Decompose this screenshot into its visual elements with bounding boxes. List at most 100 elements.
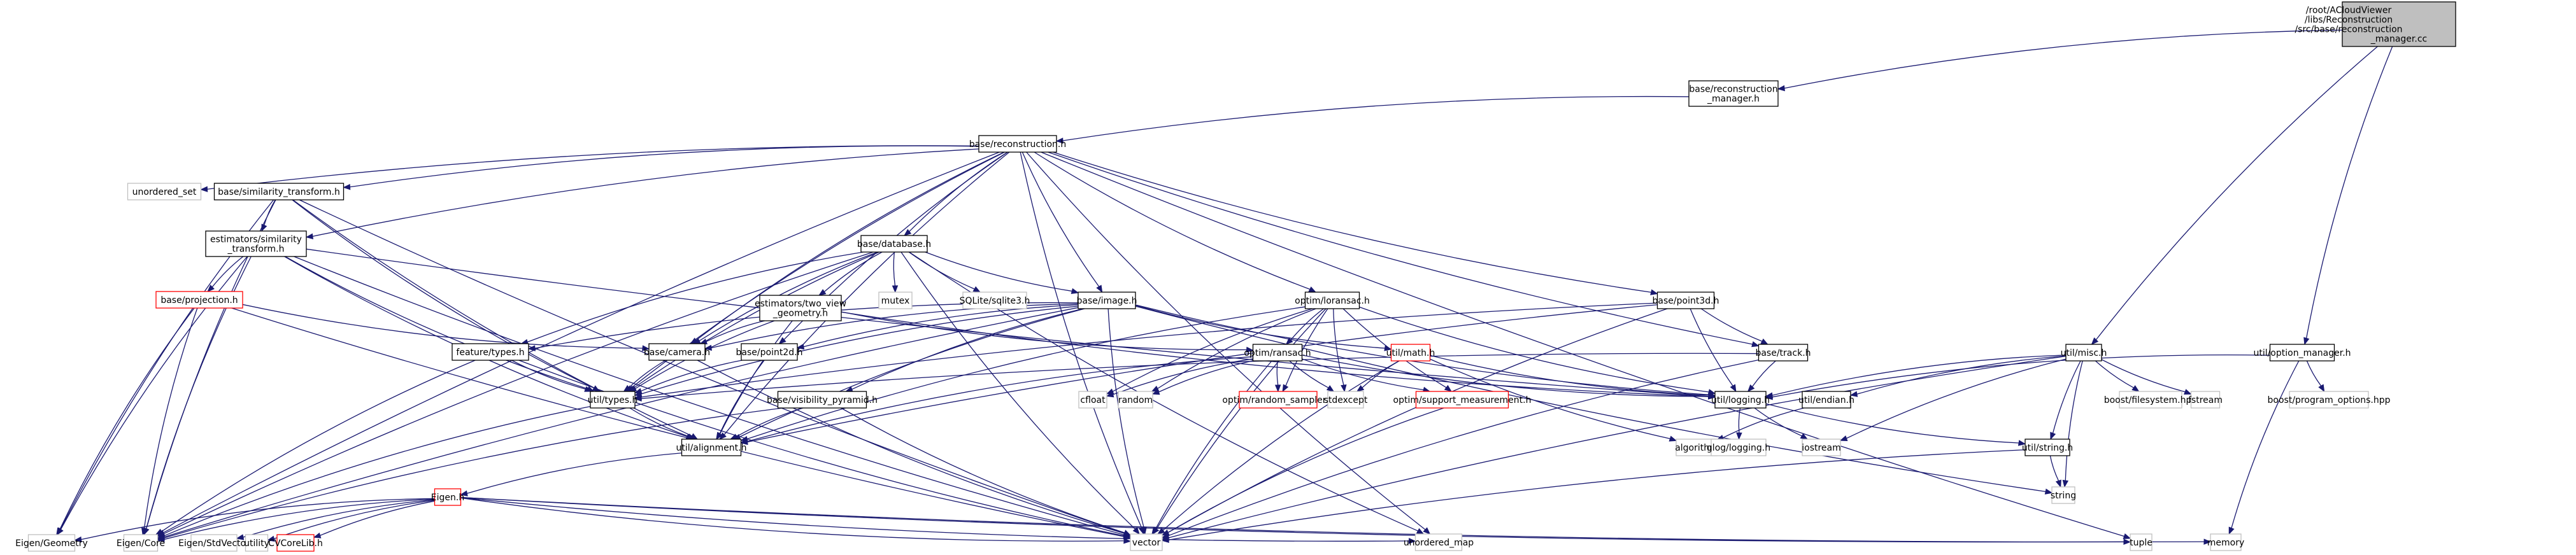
- edge-line: [706, 320, 765, 342]
- edge-line: [467, 453, 682, 494]
- node-two-view-h[interactable]: estimators/two_view_geometry.h: [755, 295, 846, 321]
- node-box: [1239, 391, 1318, 409]
- edge-line: [1784, 29, 2343, 89]
- edge-arrowhead: [634, 388, 643, 394]
- edge-root-to-recon_manager_h: [1777, 29, 2343, 92]
- node-math-h[interactable]: util/math.h: [1386, 344, 1435, 362]
- edge-loransac_h-to-random_sampler_h: [1282, 308, 1328, 393]
- node-string-h[interactable]: util/string.h: [2022, 439, 2073, 456]
- node-loransac-h[interactable]: optim/loransac.h: [1295, 292, 1370, 309]
- edge-line: [1751, 360, 1776, 387]
- node-label: optim/random_sampler.h: [1222, 395, 1334, 405]
- edge-layer: [56, 29, 2393, 545]
- node-memory: memory: [2207, 533, 2244, 551]
- node-endian-h[interactable]: util/endian.h: [1798, 391, 1854, 409]
- edge-arrowhead: [904, 228, 912, 236]
- edge-line: [2306, 360, 2322, 386]
- node-similarity-transform-h[interactable]: base/similarity_transform.h: [213, 183, 345, 200]
- node-camera-h[interactable]: base/camera.h: [644, 343, 710, 361]
- node-types-h[interactable]: util/types.h: [588, 391, 638, 409]
- edge-string_h-to-string: [2049, 455, 2061, 488]
- edge-line: [294, 256, 1125, 536]
- node-alignment-h[interactable]: util/alignment.h: [676, 439, 747, 456]
- node-eigen-h[interactable]: Eigen.h: [431, 488, 464, 506]
- node-box: [2119, 391, 2182, 409]
- edge-line: [641, 302, 1658, 398]
- node-vis-pyramid-h[interactable]: base/visibility_pyramid.h: [767, 391, 878, 409]
- node-box: [681, 439, 742, 456]
- node-point3d-h[interactable]: base/point3d.h: [1653, 292, 1719, 309]
- node-image-h[interactable]: base/image.h: [1076, 292, 1137, 309]
- edge-line: [908, 251, 975, 290]
- edge-line: [1107, 308, 1144, 528]
- edge-ransac_h-to-stdexcept: [1289, 360, 1335, 392]
- edge-line: [460, 497, 1125, 542]
- node-label: fstream: [2188, 395, 2223, 405]
- edge-arrowhead: [1736, 432, 1742, 440]
- node-label: utility: [244, 538, 269, 549]
- node-cvcorelib-h[interactable]: CVCoreLib.h: [268, 534, 323, 552]
- edge-math_h-to-algorithm: [1430, 358, 1677, 442]
- node-box: [1802, 439, 1841, 456]
- edge-line: [164, 407, 783, 538]
- node-label: Eigen/Core: [117, 538, 165, 549]
- edge-arrowhead: [623, 384, 631, 392]
- node-projection-h[interactable]: base/projection.h: [155, 291, 243, 309]
- edge-line: [2095, 360, 2134, 388]
- node-label: stdexcept: [1324, 395, 1368, 405]
- node-misc-h[interactable]: util/misc.h: [2061, 344, 2107, 362]
- node-label: estimators/two_view: [755, 299, 846, 309]
- node-root[interactable]: /root/ACloudViewer/libs/Reconstruction/s…: [2295, 1, 2456, 47]
- node-label: optim/support_measurement.h: [1393, 395, 1532, 405]
- edge-database_h-to-sqlite: [908, 251, 981, 293]
- edge-line: [747, 356, 1253, 442]
- node-feature-types-h[interactable]: feature/types.h: [452, 343, 529, 361]
- node-support-meas-h[interactable]: optim/support_measurement.h: [1393, 391, 1532, 409]
- edge-arrowhead: [157, 536, 165, 543]
- node-label: string: [2051, 491, 2076, 501]
- edge-eigen_h-to-cvcorelib_h: [313, 500, 435, 538]
- node-reconstruction-h[interactable]: base/reconstruction.h: [969, 135, 1067, 153]
- edge-arrowhead: [1151, 526, 1158, 535]
- node-label: base/similarity_transform.h: [218, 187, 340, 197]
- edge-arrowhead: [584, 386, 592, 392]
- node-database-h[interactable]: base/database.h: [857, 235, 931, 253]
- edge-arrowhead: [460, 490, 468, 496]
- node-recon-manager-h[interactable]: base/reconstruction_manager.h: [1688, 80, 1779, 107]
- node-layer: /root/ACloudViewer/libs/Reconstruction/s…: [15, 1, 2456, 552]
- edge-line: [2101, 359, 2186, 393]
- node-label: /libs/Reconstruction: [2305, 15, 2393, 25]
- edge-line: [1765, 403, 2019, 444]
- node-label: base/projection.h: [160, 295, 238, 306]
- node-est-similarity-h[interactable]: estimators/similarity_transform.h: [205, 230, 307, 257]
- node-random-sampler-h[interactable]: optim/random_sampler.h: [1222, 391, 1334, 409]
- edge-line: [320, 500, 435, 536]
- edge-line: [641, 306, 1079, 395]
- edge-feature_types_h-to-eigen_core: [155, 360, 476, 535]
- node-point2d-h[interactable]: base/point2d.h: [736, 343, 803, 361]
- edge-projection_h-to-eigen_geometry: [56, 307, 195, 536]
- node-label: base/track.h: [1755, 348, 1811, 358]
- node-box: [759, 295, 842, 321]
- edge-image_h-to-vector: [1107, 308, 1147, 535]
- edge-line: [1302, 358, 1424, 391]
- edge-line: [2049, 455, 2060, 481]
- edge-misc_h-to-vector: [1161, 356, 2067, 541]
- edge-arrowhead: [1707, 392, 1716, 398]
- edge-line: [1168, 359, 1759, 537]
- node-option-manager-h[interactable]: util/option_manager.h: [2253, 344, 2351, 362]
- edge-line: [823, 251, 883, 292]
- edge-line: [2052, 360, 2081, 433]
- edge-line: [1162, 360, 1400, 531]
- node-box: [1414, 533, 1463, 551]
- edge-line: [1302, 355, 1709, 397]
- node-track-h[interactable]: base/track.h: [1755, 344, 1811, 362]
- edge-line: [803, 304, 1079, 348]
- edge-line: [242, 304, 643, 349]
- node-box: [2130, 533, 2153, 551]
- edge-line: [527, 251, 864, 343]
- edge-arrowhead: [207, 285, 215, 292]
- node-logging-h[interactable]: util/logging.h: [1711, 391, 1770, 409]
- edge-line: [909, 151, 1008, 232]
- node-ransac-h[interactable]: optim/ransac.h: [1244, 344, 1311, 362]
